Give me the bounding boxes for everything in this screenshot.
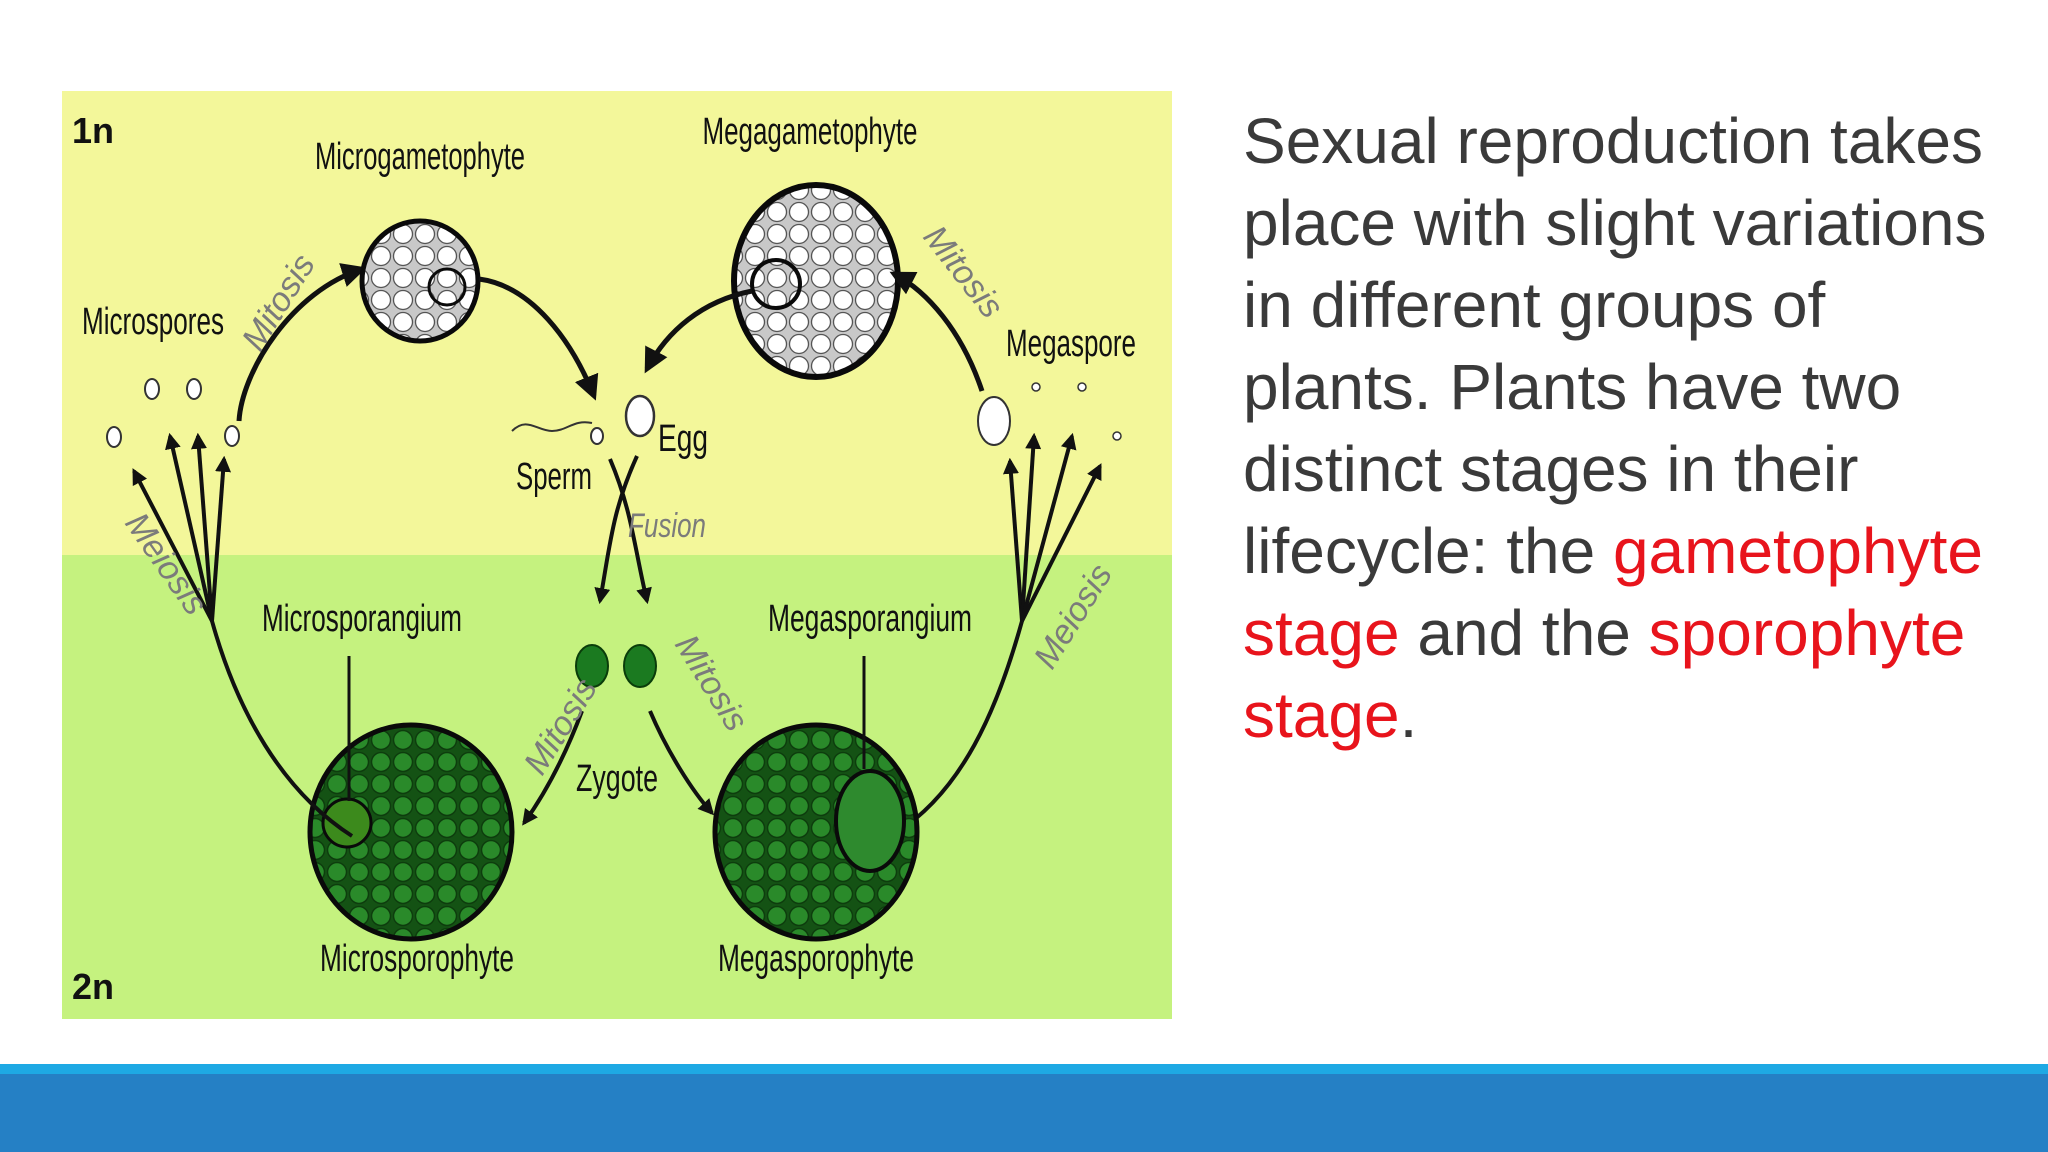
gametophyte-stage-highlight: gametophyte stage: [1243, 515, 1983, 669]
sporophyte-stage-highlight: sporophyte stage: [1243, 597, 1966, 751]
plant-life-cycle-diagram: 1n 2n: [62, 91, 1172, 1019]
megaspore-functional: [977, 396, 1011, 446]
egg-label: Egg: [658, 418, 708, 460]
megaspore-arrow: [1020, 432, 1077, 622]
ploidy-2n-label: 2n: [72, 966, 114, 1007]
microspore: [106, 426, 122, 448]
microspore: [224, 425, 240, 447]
microspore: [186, 378, 202, 400]
microspore-arrow: [190, 432, 214, 622]
microspore: [144, 378, 160, 400]
microspore-arrow: [210, 455, 232, 622]
megagametophyte-label: Megagametophyte: [703, 111, 918, 153]
microspore-arrow: [132, 468, 214, 622]
mitosis-arrow-zygote-left: [522, 710, 584, 826]
megagametophyte-cell: [750, 258, 802, 310]
meiosis-arrow-right: [894, 620, 1024, 835]
microspore-arrow: [165, 432, 214, 622]
megaspore-degenerate: [1031, 382, 1041, 392]
megaspore-arrow: [1002, 457, 1024, 622]
microgametophyte-body: [359, 218, 481, 344]
microspores-label: Microspores: [82, 301, 224, 343]
mitosis-arrow-micro: [236, 263, 367, 422]
body-text-intro: Sexual reproduction takes place with sli…: [1243, 105, 1987, 587]
microsporophyte-body: [307, 722, 515, 942]
zygote-cell: [575, 644, 609, 688]
microsporophyte-label: Microsporophyte: [320, 938, 514, 980]
sperm-cell: [590, 427, 604, 445]
fusion-arrow: [608, 458, 652, 605]
egg-cell: [624, 394, 656, 438]
diploid-region: [62, 555, 1172, 1019]
body-text-middle: and the: [1417, 597, 1631, 669]
mitosis-arrow-mega: [889, 271, 985, 392]
megaspore-arrow: [1020, 463, 1102, 622]
megaspore-label: Megaspore: [1006, 323, 1136, 365]
megaspore-degenerate: [1077, 382, 1087, 392]
megasporophyte-label: Megasporophyte: [718, 938, 914, 980]
footer-bar: [0, 1074, 2048, 1152]
sperm-label: Sperm: [516, 456, 592, 498]
megasporangium-label: Megasporangium: [768, 598, 972, 640]
megasporangium-structure: [834, 769, 906, 873]
megaspore-degenerate: [1112, 431, 1122, 441]
fusion-label: Fusion: [628, 507, 706, 545]
megagametophyte-body: [731, 182, 901, 380]
egg-arrow: [644, 288, 753, 374]
microsporangium-label: Microsporangium: [262, 598, 462, 640]
microgametophyte-label: Microgametophyte: [315, 136, 525, 178]
zygote-cell: [623, 644, 657, 688]
footer-accent-stripe: [0, 1064, 2048, 1074]
microgametophyte-cell: [427, 267, 467, 307]
zygote-label: Zygote: [576, 758, 658, 800]
microsporangium-structure: [321, 797, 373, 849]
sperm-arrow: [478, 276, 599, 401]
mitosis-arrow-zygote-right: [648, 710, 715, 816]
ploidy-1n-label: 1n: [72, 110, 114, 151]
slide-body-text: Sexual reproduction takes place with sli…: [1243, 100, 2023, 756]
fusion-arrow: [594, 455, 639, 605]
meiosis-arrow-left: [210, 620, 354, 838]
sperm-tail: [511, 421, 593, 433]
megaspore-arrow: [1020, 432, 1042, 622]
body-text-end: .: [1399, 679, 1418, 751]
